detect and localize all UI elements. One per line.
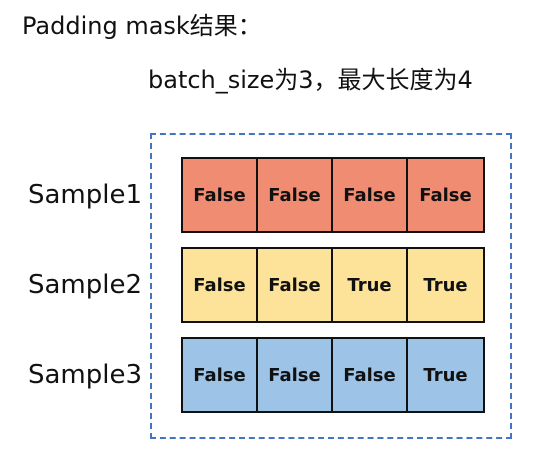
mask-cell: False [258, 159, 333, 231]
diagram-subtitle: batch_size为3，最大长度为4 [148, 66, 473, 94]
mask-cell: True [333, 249, 408, 321]
mask-cell: False [183, 159, 258, 231]
mask-cell: False [333, 339, 408, 411]
mask-cell: False [419, 184, 472, 206]
row-label-sample2: Sample2 [28, 270, 143, 300]
mask-cell: False [258, 249, 333, 321]
mask-frame [150, 133, 512, 439]
mask-cell: True [423, 274, 468, 296]
mask-row-sample2: False False True True [181, 247, 485, 323]
mask-cell: True [423, 364, 468, 386]
mask-cell: False [333, 159, 408, 231]
row-label-sample3: Sample3 [28, 360, 143, 390]
mask-cell: False [183, 249, 258, 321]
diagram-title: Padding mask结果： [22, 12, 262, 40]
mask-cell: False [183, 339, 258, 411]
row-label-sample1: Sample1 [28, 180, 143, 210]
mask-row-sample1: False False False False [181, 157, 485, 233]
mask-row-sample3: False False False True [181, 337, 485, 413]
mask-cell: False [258, 339, 333, 411]
